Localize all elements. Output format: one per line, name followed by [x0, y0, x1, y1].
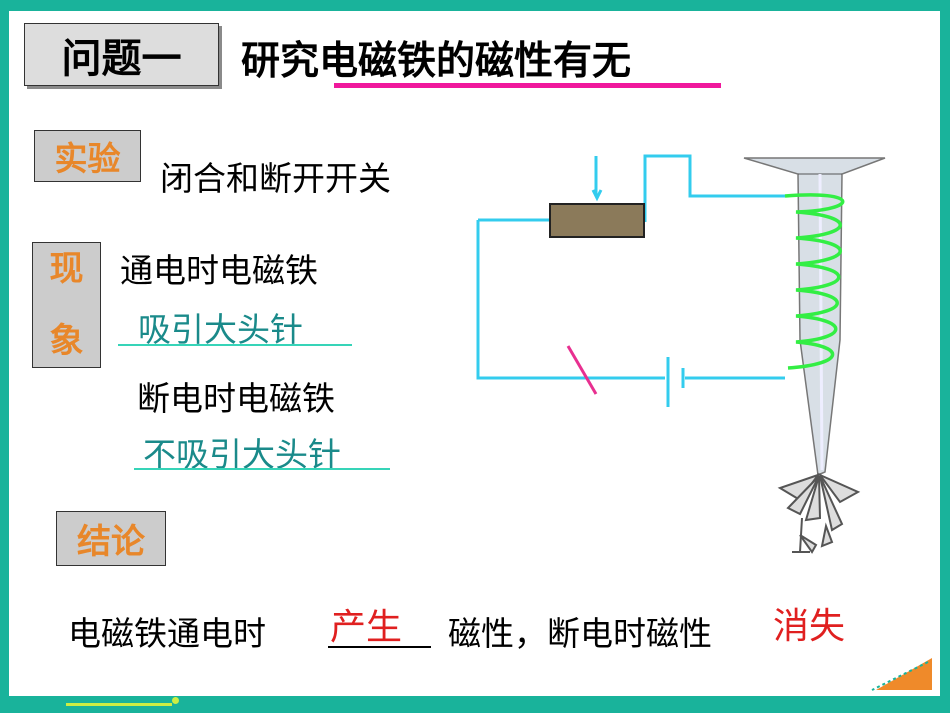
phenomenon-label-char-1: 现: [49, 249, 84, 289]
wire-top: [643, 154, 785, 222]
switch-lever: [566, 345, 598, 395]
conclusion-label: 结论: [77, 522, 145, 562]
pins-cluster: [777, 472, 861, 554]
experiment-label-box: 实验: [34, 130, 141, 182]
experiment-text: 闭合和断开开关: [160, 159, 391, 198]
experiment-label: 实验: [54, 139, 121, 178]
answer-underline-2: [134, 468, 390, 470]
conclusion-label-box: 结论: [56, 511, 166, 566]
electromagnet-circuit-diagram: [476, 154, 886, 554]
phenomenon-label-box: 现 象: [32, 242, 101, 368]
iron-core: [743, 157, 886, 477]
powered-off-answer: 不吸引大头针: [143, 435, 341, 474]
wire-left: [476, 220, 550, 380]
conclusion-text-part1: 电磁铁通电时: [68, 614, 266, 653]
coil-wire: [784, 193, 845, 370]
bottom-left-decoration: [66, 703, 172, 706]
answer-underline-1: [118, 344, 352, 346]
question-label-box: 问题一: [24, 23, 219, 86]
question-label: 问题一: [61, 35, 182, 82]
conclusion-answer-1: 产生: [330, 607, 403, 648]
conclusion-blank-1: [328, 646, 431, 648]
powered-on-answer: 吸引大头针: [138, 310, 303, 349]
powered-on-text: 通电时电磁铁: [120, 251, 318, 290]
resistor: [549, 203, 645, 238]
wire-arrow: [591, 189, 603, 202]
title-underline: [334, 83, 721, 88]
conclusion-answer-2: 消失: [773, 606, 846, 647]
bottom-left-dot: [172, 697, 179, 704]
slide: [9, 11, 940, 696]
phenomenon-label-char-2: 象: [49, 321, 84, 361]
corner-triangle-decoration: [871, 658, 932, 691]
slide-title: 研究电磁铁的磁性有无: [241, 39, 632, 84]
conclusion-text-part2: 磁性，断电时磁性: [448, 614, 712, 653]
powered-off-text: 断电时电磁铁: [137, 379, 335, 418]
